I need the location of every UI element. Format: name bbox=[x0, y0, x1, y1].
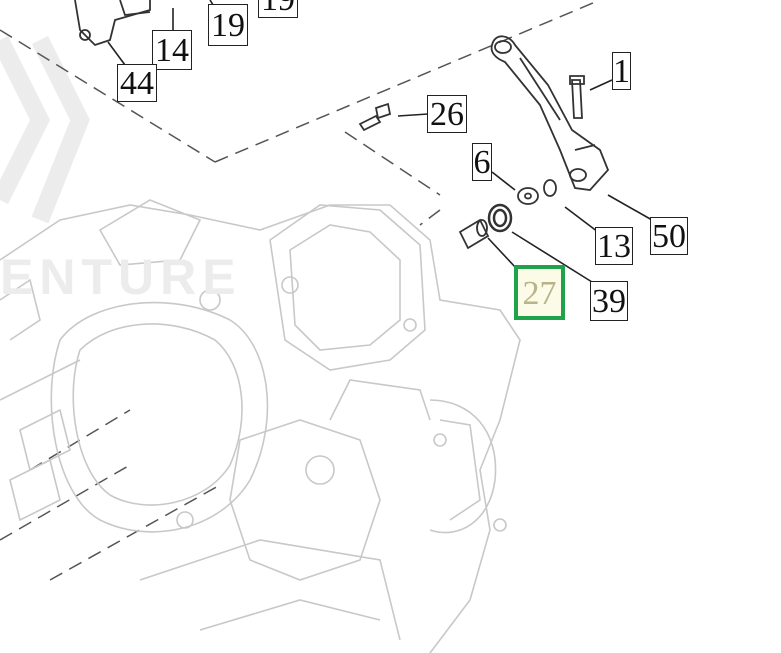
watermark-text: ENTURE bbox=[0, 249, 242, 305]
screw-26 bbox=[358, 102, 392, 132]
callout-44: 44 bbox=[117, 64, 157, 102]
ring-13 bbox=[543, 179, 557, 197]
callout-1: 1 bbox=[612, 52, 631, 90]
bolt-1 bbox=[569, 75, 585, 119]
washer-6 bbox=[517, 187, 539, 205]
bushing-27 bbox=[458, 218, 490, 250]
callout-13: 13 bbox=[595, 227, 633, 265]
callout-27-highlighted[interactable]: 27 bbox=[514, 265, 565, 320]
callout-19-right: 19 bbox=[258, 0, 298, 18]
callout-6: 6 bbox=[472, 143, 492, 181]
callout-26: 26 bbox=[427, 95, 467, 133]
seal-39 bbox=[487, 203, 513, 233]
watermark-logo bbox=[0, 35, 90, 224]
leader-lines bbox=[107, 0, 653, 283]
part-44-lever bbox=[74, 0, 151, 47]
shift-lever bbox=[490, 35, 610, 191]
crankcase-drawing bbox=[0, 199, 521, 653]
callout-50: 50 bbox=[650, 217, 688, 255]
assembly-dashed-lines bbox=[0, 0, 601, 581]
callout-19-left: 19 bbox=[208, 4, 248, 46]
callout-14: 14 bbox=[152, 30, 192, 70]
callout-39: 39 bbox=[590, 281, 628, 321]
